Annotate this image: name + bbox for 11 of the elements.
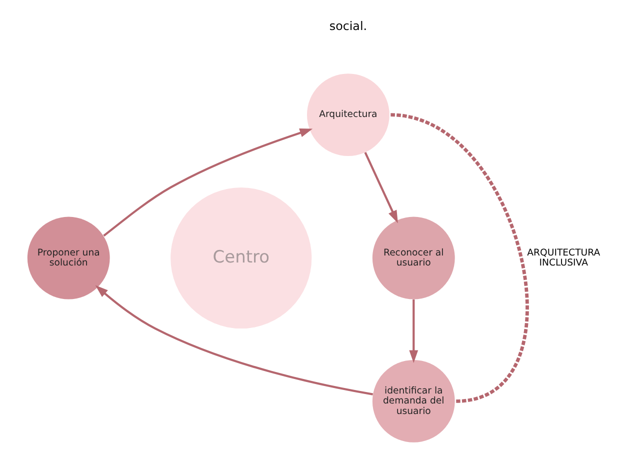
node-circle: identificar la demanda del usuario [372, 360, 454, 442]
label: social. [328, 19, 367, 34]
arrow [102, 128, 312, 237]
node-circle: Arquitectura [306, 74, 389, 156]
connector [390, 113, 528, 403]
arrow [364, 152, 398, 224]
arrow [408, 299, 418, 364]
node-circle: Centro [170, 187, 312, 329]
edge-label: ARQUITECTURA INCLUSIVA [526, 247, 600, 268]
node-circle: Reconocer al usuario [372, 216, 454, 300]
arrow [94, 285, 373, 396]
